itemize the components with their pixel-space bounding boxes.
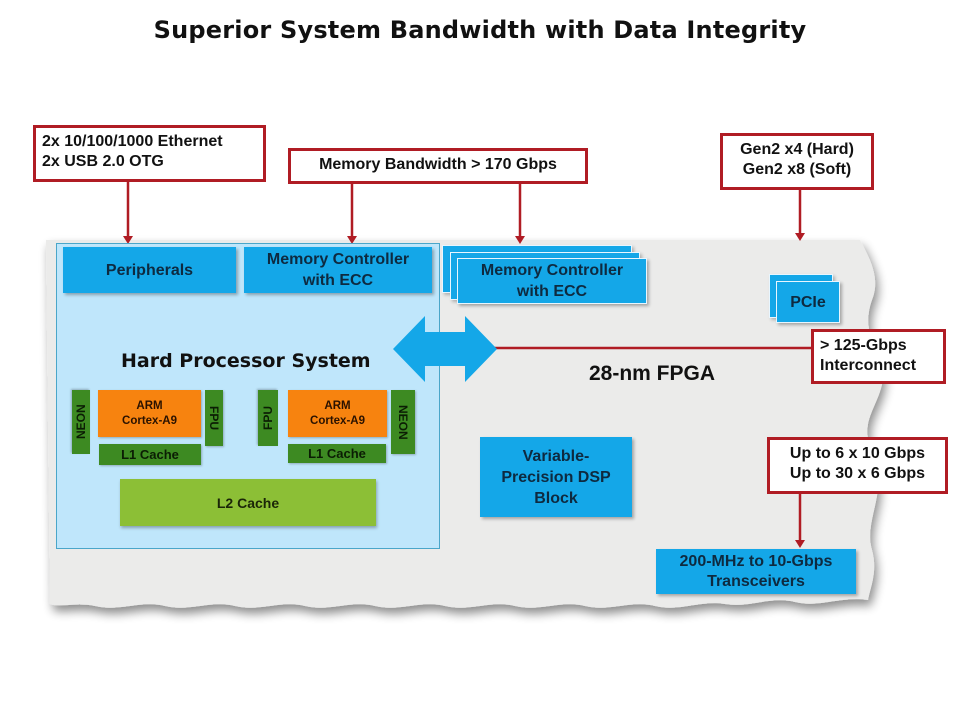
callout-pcie-gen: Gen2 x4 (Hard) Gen2 x8 (Soft) (720, 133, 874, 190)
fpga-memory-controller-block: Memory Controller with ECC (457, 258, 647, 304)
peripherals-block: Peripherals (63, 247, 236, 293)
hps-memory-controller-block: Memory Controller with ECC (244, 247, 432, 293)
callout-ethernet-usb: 2x 10/100/1000 Ethernet 2x USB 2.0 OTG (33, 125, 266, 182)
transceivers-block: 200-MHz to 10-Gbps Transceivers (656, 549, 856, 594)
fpga-memory-controller-line2: with ECC (516, 283, 588, 300)
callout-ethernet-line2: 2x USB 2.0 OTG (42, 153, 164, 170)
arm-1-line2: Cortex-A9 (122, 414, 177, 427)
arm-2-line1: ARM (324, 399, 351, 412)
dsp-block: Variable- Precision DSP Block (480, 437, 632, 517)
hps-memory-controller-line1: Memory Controller (266, 251, 410, 268)
arm-cortex-a9-1: ARM Cortex-A9 (98, 390, 201, 437)
hps-label: Hard Processor System (121, 350, 371, 372)
callout-memory-bandwidth: Memory Bandwidth > 170 Gbps (288, 148, 588, 184)
callout-transceiver-line2: Up to 30 x 6 Gbps (789, 465, 926, 482)
callout-transceiver-line1: Up to 6 x 10 Gbps (789, 445, 926, 462)
slide-title: Superior System Bandwidth with Data Inte… (153, 16, 807, 44)
callout-pcie-line1: Gen2 x4 (Hard) (740, 141, 854, 158)
arm-2-line2: Cortex-A9 (310, 414, 365, 427)
neon-block-2: NEON (391, 390, 415, 454)
neon-block-1: NEON (72, 390, 90, 454)
callout-interconnect-line1: > 125-Gbps (820, 337, 907, 354)
fpga-memory-controller-line1: Memory Controller (480, 262, 624, 279)
callout-interconnect: > 125-Gbps Interconnect (811, 329, 946, 384)
callout-ethernet-line1: 2x 10/100/1000 Ethernet (42, 133, 223, 150)
callout-transceiver-rates: Up to 6 x 10 Gbps Up to 30 x 6 Gbps (767, 437, 948, 494)
pcie-block: PCIe (776, 281, 840, 323)
l1-cache-2: L1 Cache (288, 444, 386, 463)
callout-interconnect-line2: Interconnect (820, 357, 917, 374)
arm-cortex-a9-2: ARM Cortex-A9 (288, 390, 387, 437)
arm-1-line1: ARM (136, 399, 163, 412)
callout-pcie-line2: Gen2 x8 (Soft) (742, 161, 852, 178)
hps-fpga-bridge-arrow-icon (393, 316, 497, 382)
hps-memory-controller-line2: with ECC (302, 272, 374, 289)
l1-cache-1: L1 Cache (99, 444, 201, 465)
fpu-block-1: FPU (205, 390, 223, 446)
l2-cache-block: L2 Cache (120, 479, 376, 526)
fpga-label: 28-nm FPGA (589, 362, 716, 385)
dsp-line2: Precision DSP (501, 468, 611, 486)
dsp-line1: Variable- (522, 447, 590, 465)
fpu-block-2: FPU (258, 390, 278, 446)
dsp-line3: Block (534, 489, 578, 507)
transceivers-line2: Transceivers (707, 572, 805, 590)
transceivers-line1: 200-MHz to 10-Gbps (679, 552, 833, 570)
